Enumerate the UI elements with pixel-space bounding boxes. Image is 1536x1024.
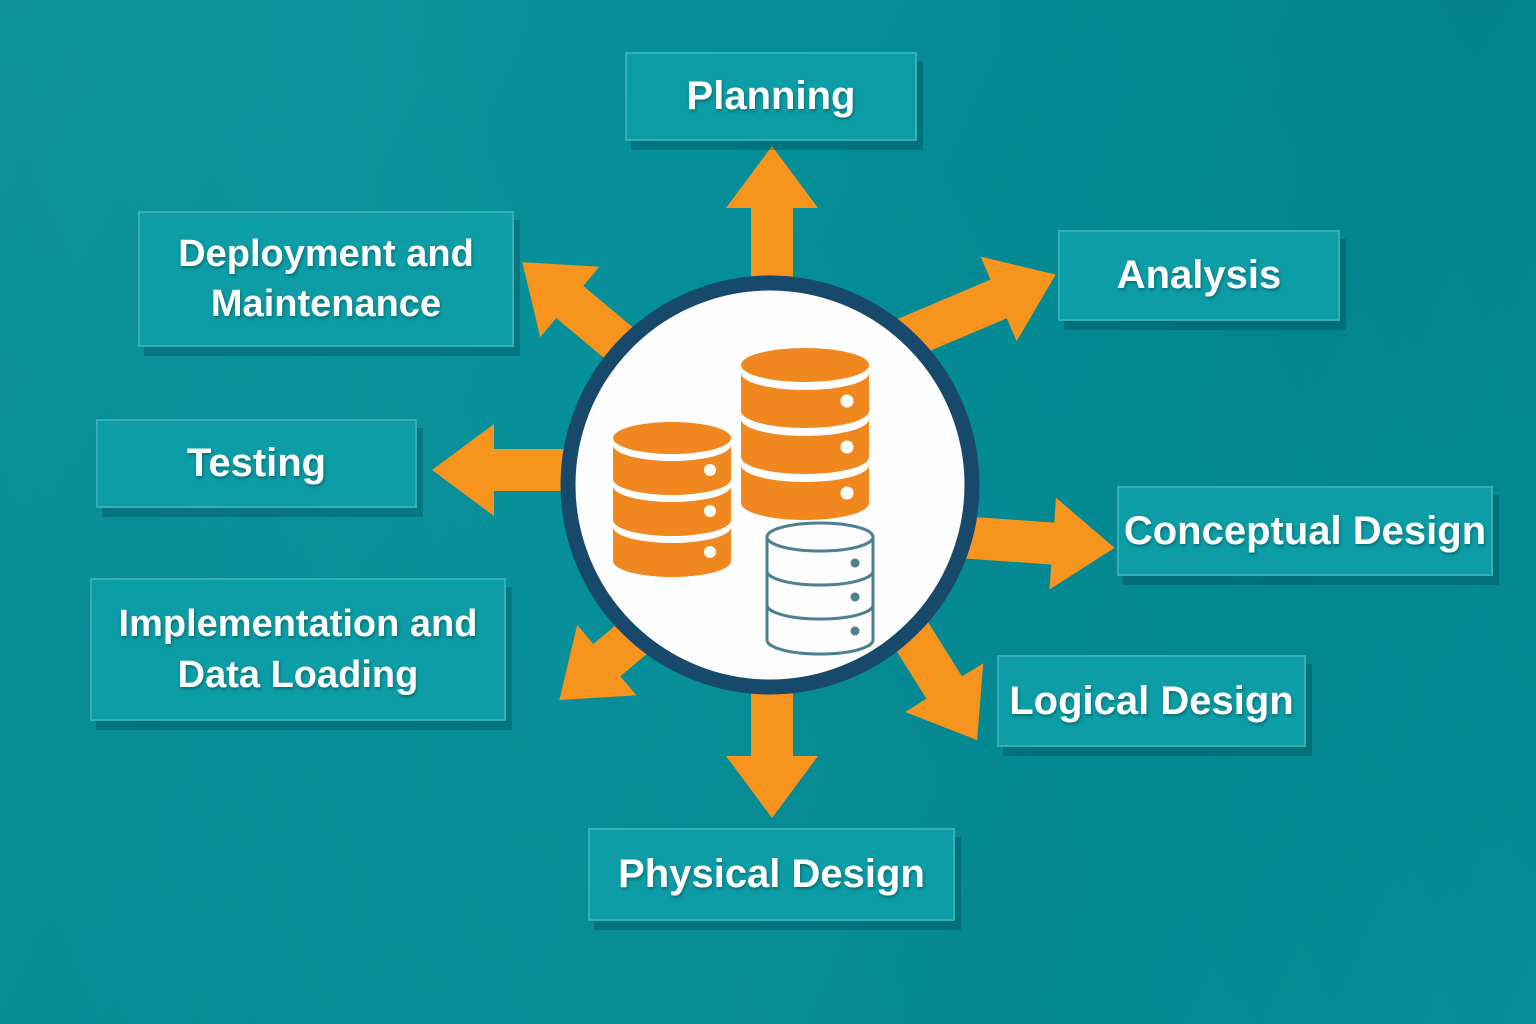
node-label: Physical Design [618, 852, 925, 897]
node-label: Data Loading [177, 653, 419, 696]
node-label: Logical Design [1009, 678, 1294, 723]
node-deployment-and-maintenance: Deployment and Maintenance [138, 211, 514, 347]
node-implementation-and-data-loading: Implementation and Data Loading [90, 578, 506, 721]
database-icon-large [741, 348, 869, 520]
node-label: Conceptual Design [1123, 508, 1487, 553]
node-label: Analysis [1116, 253, 1282, 298]
arrow-to-planning [726, 146, 818, 310]
node-physical-design: Physical Design [588, 828, 955, 921]
node-planning: Planning [625, 52, 917, 141]
node-conceptual-design: Conceptual Design [1117, 486, 1493, 576]
node-label: Planning [686, 74, 856, 119]
node-testing: Testing [96, 419, 417, 508]
arrow-to-conceptual-design [943, 497, 1115, 590]
arrow-to-physical-design [726, 650, 818, 818]
database-icon-medium [613, 422, 731, 577]
database-icon-outline [765, 521, 875, 656]
node-label: Maintenance [210, 283, 442, 325]
node-logical-design: Logical Design [997, 655, 1306, 747]
arrow-to-testing [432, 424, 610, 516]
node-label: Implementation and [118, 603, 478, 646]
arrow-to-analysis [881, 256, 1056, 365]
node-label: Testing [186, 441, 327, 486]
node-label: Deployment and [178, 232, 474, 275]
node-analysis: Analysis [1058, 230, 1340, 321]
